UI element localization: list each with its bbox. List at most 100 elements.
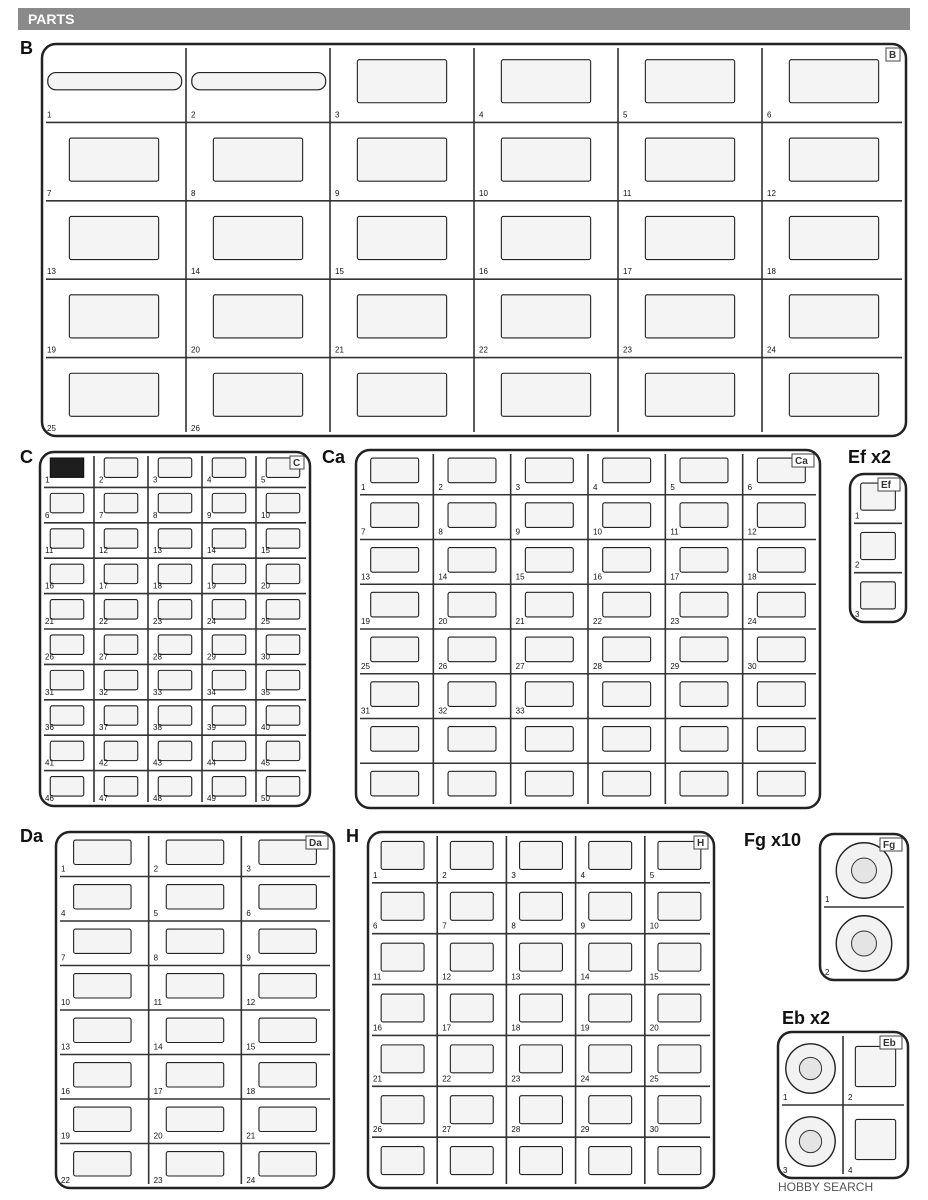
sprue-part: [370, 770, 420, 797]
part-number: 12: [442, 973, 451, 982]
part-number: 2: [438, 483, 443, 492]
sprue-part: [370, 636, 420, 663]
sprue-part: [602, 547, 652, 573]
part-number: 31: [361, 707, 370, 716]
sprue-part: [679, 591, 729, 618]
part-number: 3: [783, 1166, 788, 1175]
part-number: 18: [153, 582, 162, 591]
part-number: 23: [511, 1074, 520, 1083]
parts-title: PARTS: [28, 11, 75, 27]
sprue-part: [657, 840, 702, 870]
part-number: 16: [479, 267, 488, 276]
sprue-part: [756, 591, 806, 618]
sprue-part: [500, 215, 592, 261]
sprue-part: [73, 1150, 132, 1177]
sprue-part: [788, 137, 880, 182]
part-number: 17: [442, 1023, 451, 1032]
sprue-part: [49, 776, 85, 797]
part-number: 14: [207, 546, 216, 555]
sprue-part: [157, 599, 193, 620]
sprue-part: [103, 705, 139, 726]
part-number: 5: [650, 871, 655, 880]
part-number: 49: [207, 794, 216, 803]
part-number: 10: [261, 511, 270, 520]
sprue-part: [679, 547, 729, 573]
sprue-part: [588, 993, 633, 1023]
sprue-frame: [366, 830, 716, 1190]
sprue-part: [157, 776, 193, 797]
sprue-part: [602, 636, 652, 663]
sprue-part: [756, 502, 806, 528]
part-number: 9: [246, 954, 251, 963]
part-number: 39: [207, 723, 216, 732]
part-number: 43: [153, 759, 162, 768]
sprue-part: [602, 591, 652, 618]
sprue-part: [211, 563, 247, 585]
sprue-part: [165, 972, 225, 999]
part-number: 23: [670, 617, 679, 626]
part-number: 11: [670, 528, 679, 537]
sprue-part: [657, 891, 702, 921]
sprue-part: [258, 928, 317, 955]
part-number: 6: [45, 511, 50, 520]
sprue-part: [68, 372, 160, 417]
part-number: 24: [767, 346, 776, 355]
part-number: 23: [154, 1176, 163, 1185]
sprue-code-label: Ef: [881, 480, 892, 491]
part-number: 4: [848, 1166, 853, 1175]
part-number: 2: [442, 871, 447, 880]
sprue-part: [679, 457, 729, 484]
part-number: 18: [511, 1023, 520, 1032]
sprue-code-label: B: [889, 50, 896, 61]
sprue-part: [449, 942, 494, 972]
sprue-part: [518, 1044, 564, 1074]
sprue-part: [788, 294, 880, 339]
part-number: 2: [99, 475, 104, 484]
sprue-part: [212, 294, 304, 339]
sprue-part: [265, 492, 301, 514]
part-number: 11: [154, 998, 163, 1007]
sprue-frame: [818, 832, 910, 982]
part-number: 29: [581, 1125, 590, 1134]
sprue-part: [644, 372, 736, 417]
part-number: 13: [511, 973, 520, 982]
part-number: 30: [261, 652, 270, 661]
part-number: 24: [748, 617, 757, 626]
sprue-part: [49, 599, 85, 620]
sprue-part: [788, 59, 880, 104]
part-number: 1: [373, 871, 378, 880]
part-number: 35: [261, 688, 270, 697]
watermark: HOBBY SEARCH: [778, 1180, 874, 1194]
part-number: 14: [154, 1043, 163, 1052]
part-number: 1: [61, 865, 66, 874]
part-number: 2: [825, 968, 830, 977]
sprue-part: [447, 726, 497, 752]
sprue-part: [854, 1045, 897, 1088]
part-number: 42: [99, 759, 108, 768]
wheel-hub: [798, 1129, 823, 1154]
part-number: 9: [207, 511, 212, 520]
part-number: 15: [516, 572, 525, 581]
sprue-part: [602, 502, 652, 528]
sprue-part: [265, 528, 301, 549]
part-number: 4: [479, 110, 484, 119]
part-number: 5: [261, 475, 266, 484]
part-number: 26: [373, 1125, 382, 1134]
part-number: 17: [99, 582, 108, 591]
part-number: 22: [442, 1074, 451, 1083]
sprue-part: [657, 993, 702, 1023]
wheel-hub: [851, 930, 877, 957]
sprue-part: [211, 457, 247, 478]
sprue-frame: [354, 448, 822, 810]
part-number: 2: [191, 110, 196, 119]
sprue-part: [103, 563, 139, 585]
sprue-part: [157, 457, 193, 478]
part-number: 11: [373, 973, 382, 982]
sprue-part: [49, 705, 85, 726]
part-number: 8: [153, 511, 158, 520]
sprue-part: [518, 840, 564, 870]
